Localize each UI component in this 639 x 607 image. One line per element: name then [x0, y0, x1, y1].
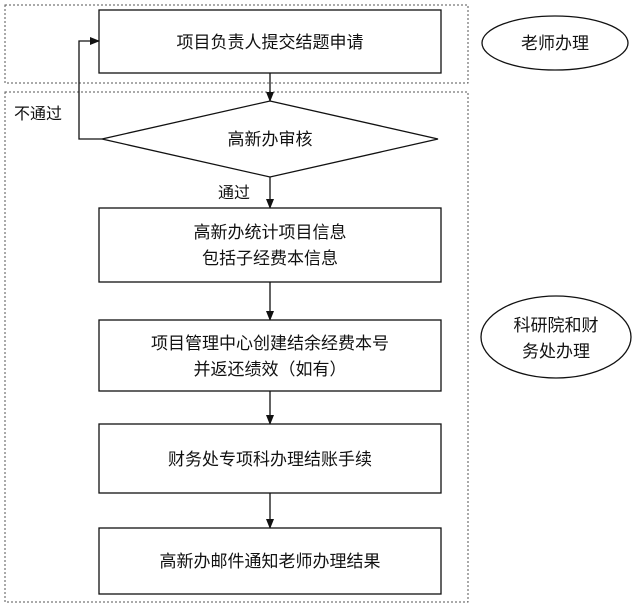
edge-label-fail: 不通过 — [14, 104, 62, 123]
step-collect-line-1: 高新办统计项目信息 — [194, 223, 347, 243]
office-section-oval: 科研院和财 务处办理 — [480, 295, 632, 379]
step-review-text: 高新办审核 — [228, 130, 313, 150]
step-finance-text: 财务处专项科办理结账手续 — [168, 450, 372, 470]
step-create-account: 项目管理中心创建结余经费本号 并返还绩效（如有） — [98, 319, 442, 392]
step-create-account-line-1: 项目管理中心创建结余经费本号 — [151, 334, 389, 354]
office-section-label-line-2: 务处办理 — [522, 342, 590, 362]
step-collect: 高新办统计项目信息 包括子经费本信息 — [98, 207, 442, 283]
step-collect-line-2: 包括子经费本信息 — [202, 249, 338, 269]
step-notify: 高新办邮件通知老师办理结果 — [98, 527, 442, 595]
step-create-account-line-2: 并返还绩效（如有） — [194, 360, 347, 380]
office-section-frame — [4, 91, 469, 603]
step-submit: 项目负责人提交结题申请 — [98, 9, 442, 74]
teacher-section-oval: 老师办理 — [481, 15, 629, 71]
step-finance: 财务处专项科办理结账手续 — [98, 423, 442, 494]
step-submit-text: 项目负责人提交结题申请 — [177, 33, 364, 53]
step-notify-text: 高新办邮件通知老师办理结果 — [160, 552, 381, 572]
step-review: 高新办审核 — [101, 100, 439, 178]
arrow-review-fail-loop — [78, 37, 102, 140]
teacher-section-label: 老师办理 — [521, 34, 589, 54]
office-section-label-line-1: 科研院和财 — [514, 316, 599, 336]
teacher-section-frame — [4, 4, 469, 84]
edge-label-pass: 通过 — [218, 183, 250, 202]
